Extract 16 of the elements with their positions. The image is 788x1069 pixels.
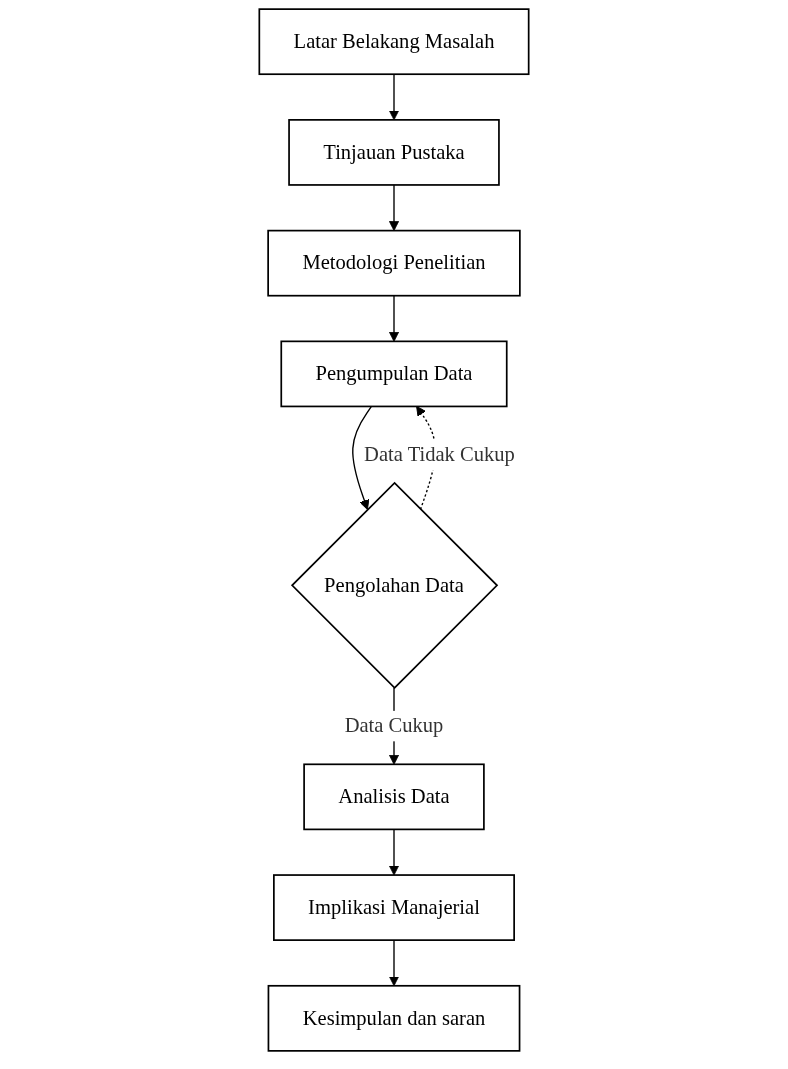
arrow [389,73,399,121]
arrow [389,184,399,232]
node-box: Pengumpulan Data [280,340,508,408]
node-box: Tinjauan Pustaka [288,119,500,186]
node-box: Implikasi Manajerial [273,874,515,941]
arrow [389,939,399,987]
node-box: Kesimpulan dan saran [267,984,521,1052]
arrow [352,405,373,510]
node-diamond: Pengolahan Data [290,481,499,690]
edge-label: Data Cukup [344,714,444,737]
node-box: Latar Belakang Masalah [258,8,530,76]
arrow [389,295,399,342]
arrow [389,828,399,876]
node-box: Metodologi Penelitian [267,229,521,297]
edge-label: Data Tidak Cukup [364,443,515,466]
node-box: Analisis Data [303,763,485,831]
